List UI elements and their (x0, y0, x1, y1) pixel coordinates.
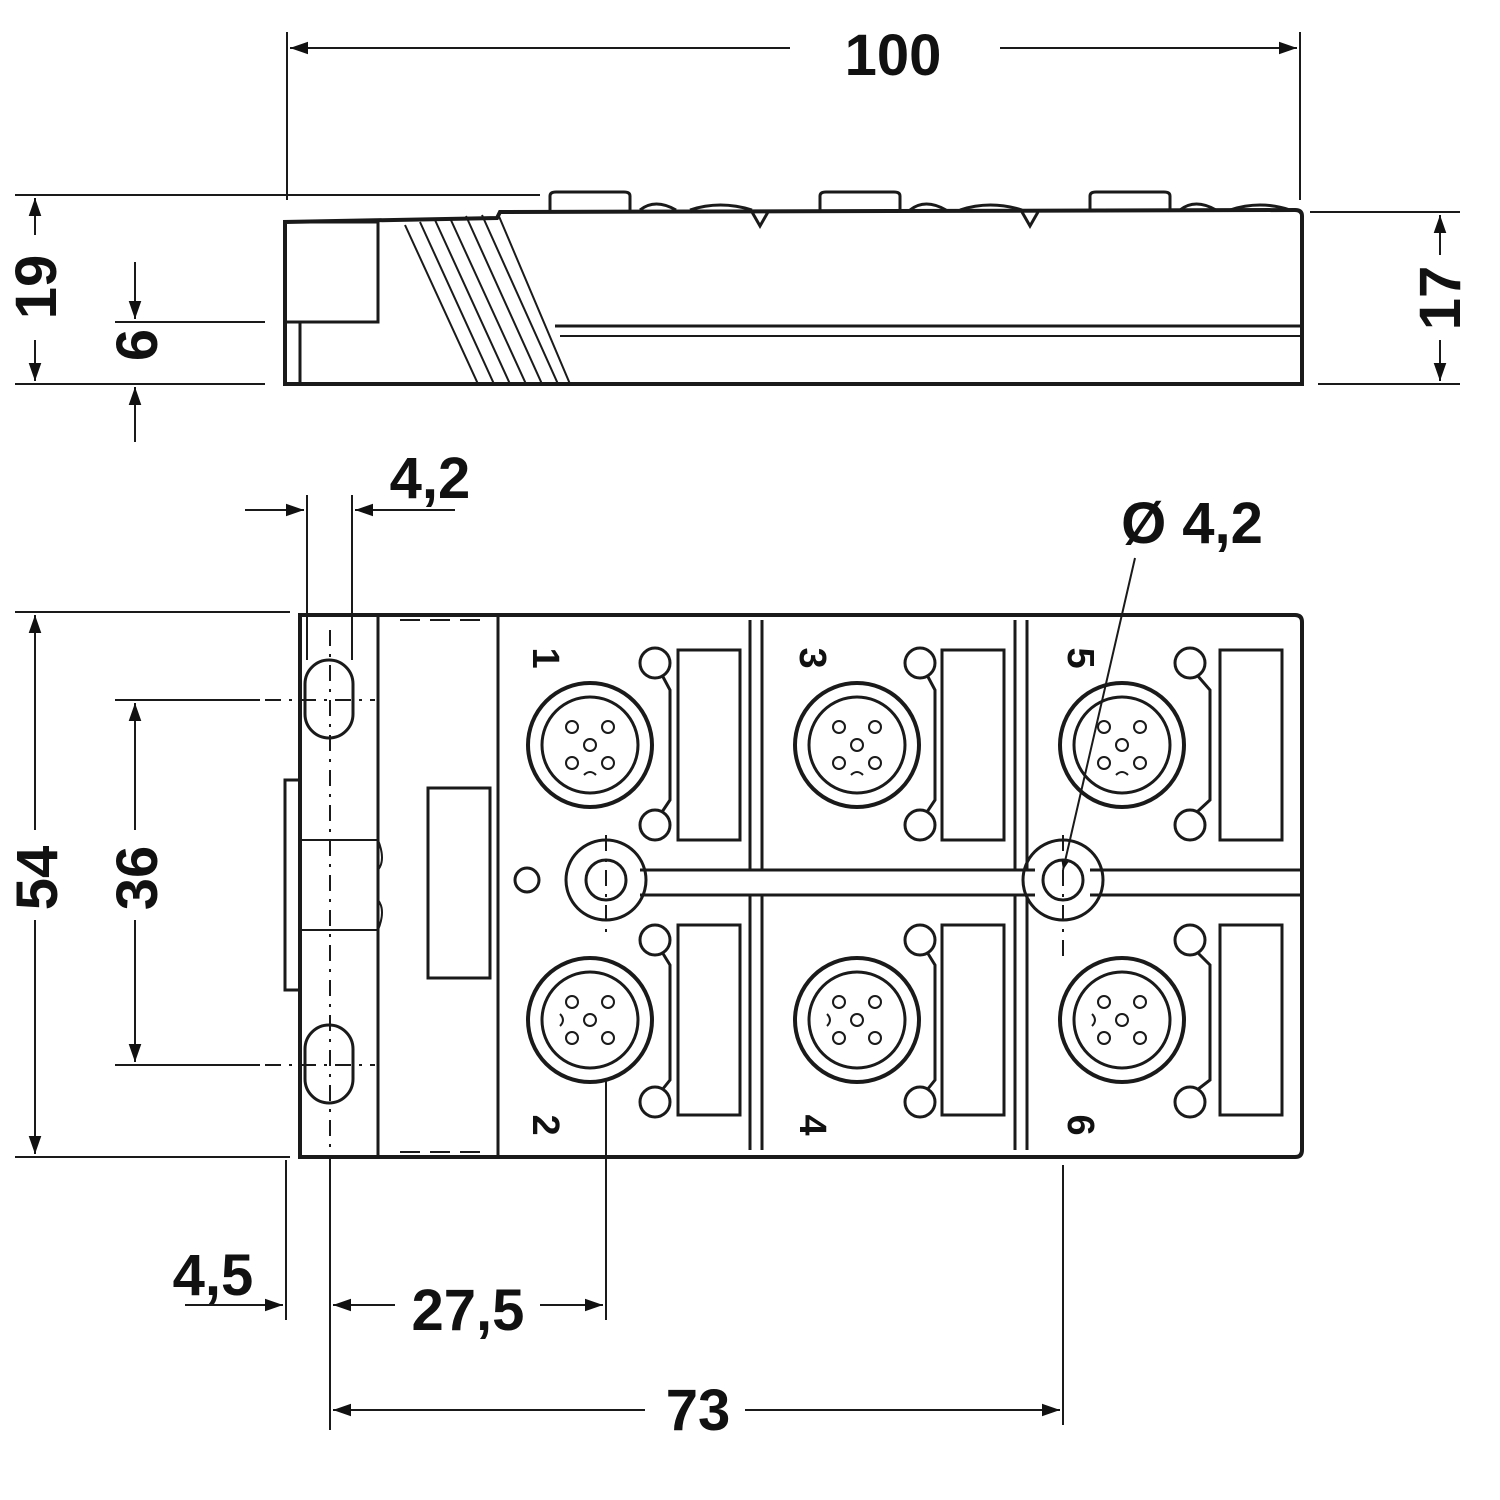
connector-3 (793, 681, 921, 809)
led-indicator (513, 866, 541, 894)
connector-4 (793, 956, 921, 1084)
connector-1 (526, 681, 654, 809)
label-field (426, 786, 492, 980)
dim-body-height: 17 (1310, 211, 1473, 385)
port-label-1: 1 (524, 647, 566, 668)
side-view (283, 190, 1304, 386)
dim-hole-spacing-vertical: 36 (105, 699, 260, 1066)
port-label-4: 4 (791, 1114, 833, 1135)
dim-overall-length-label: 100 (845, 23, 942, 88)
dim-hole-spacing-horizontal: 73 (333, 1165, 1064, 1443)
dim-hole-diameter-label: Ø 4,2 (1121, 491, 1263, 556)
dim-hole-spacing-horizontal-label: 73 (666, 1378, 731, 1443)
connector-6 (1058, 956, 1186, 1084)
dim-overall-width-label: 54 (5, 846, 70, 911)
side-connectors (548, 190, 1291, 230)
port-label-2: 2 (524, 1114, 566, 1135)
dim-total-height: 19 (4, 194, 540, 385)
connector-2 (526, 956, 654, 1084)
dim-lower-step-label: 6 (105, 329, 170, 361)
dim-slot-width-label: 4,2 (390, 446, 471, 511)
top-view: 1 2 3 4 5 6 (283, 613, 1304, 1159)
cable-ribs (404, 213, 571, 385)
dim-first-hole-offset: 27,5 (329, 1080, 607, 1430)
dim-body-height-label: 17 (1408, 266, 1473, 331)
dim-first-hole-offset-label: 27,5 (412, 1278, 525, 1343)
dim-overall-width: 54 (5, 611, 290, 1158)
connector-5 (1058, 681, 1186, 809)
dim-hole-spacing-vertical-label: 36 (105, 846, 170, 911)
port-label-5: 5 (1059, 647, 1101, 668)
port-windows (638, 646, 1284, 1119)
dim-overall-length: 100 (286, 23, 1301, 200)
port-label-3: 3 (791, 647, 833, 668)
dim-total-height-label: 19 (4, 255, 69, 320)
dim-lower-step: 6 (105, 262, 265, 442)
dim-hole-diameter: Ø 4,2 (1061, 491, 1263, 871)
module-cells (496, 615, 1302, 1157)
port-label-6: 6 (1059, 1114, 1101, 1135)
dim-slot-width: 4,2 (245, 446, 470, 660)
dim-edge-offset-label: 4,5 (173, 1243, 254, 1308)
center-lines (265, 630, 1064, 1170)
dim-edge-offset: 4,5 (173, 1160, 287, 1320)
